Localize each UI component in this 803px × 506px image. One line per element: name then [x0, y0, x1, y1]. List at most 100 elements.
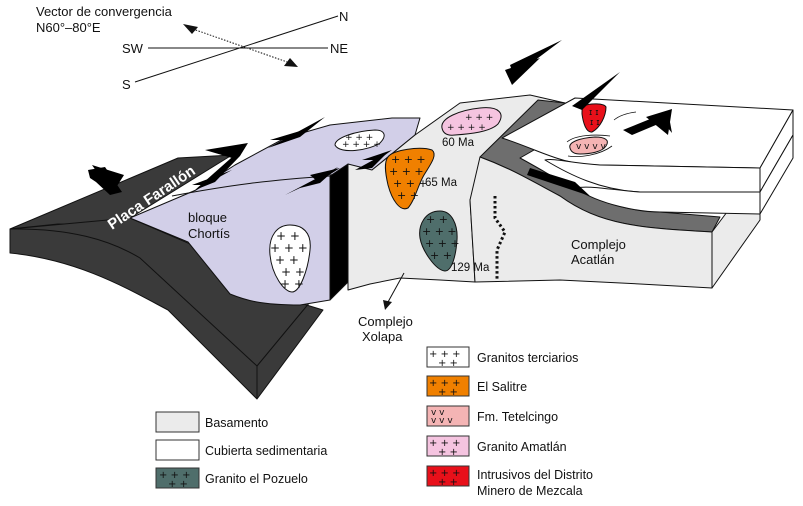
- legend-label: Basamento: [205, 416, 268, 430]
- legend-item-pozuelo: + + + + + Granito el Pozuelo: [155, 467, 308, 490]
- age-129-label: 129 Ma: [451, 262, 490, 274]
- xolapa-label-1: Complejo: [358, 314, 413, 329]
- xolapa-label-2: Xolapa: [362, 329, 403, 344]
- compass: Vector de convergencia N60°–80°E SW NE N…: [36, 4, 348, 92]
- legend-swatch-mezcala: [426, 465, 470, 487]
- tetelcingo-outline-line: [567, 145, 613, 157]
- tetelcingo-outline-line: [566, 134, 611, 143]
- pluton-granitos-terciarios-top: + + + + + + +: [334, 129, 385, 152]
- strike-slip-arrow-icon: [362, 150, 392, 160]
- legend-swatch-tetelcingo: [426, 405, 470, 427]
- legend-label: Cubierta sedimentaria: [205, 444, 327, 458]
- convergence-arrowhead-se-icon: [284, 58, 298, 67]
- legend-label: Granitos terciarios: [477, 351, 578, 365]
- farallon-edge-line: [9, 228, 258, 367]
- legend-item-granitos-terciarios: + + + + + Granitos terciarios: [426, 346, 578, 369]
- thrust-arrow-icon: [527, 168, 590, 196]
- pluton-tetelcingo: v v v v: [566, 134, 613, 157]
- convergence-vector-angle: N60°–80°E: [36, 20, 101, 35]
- strike-slip-arrow-icon: [192, 170, 232, 185]
- pluton-outline: [569, 136, 608, 155]
- legend-left: Basamento Cubierta sedimentaria + + + + …: [155, 411, 327, 490]
- plus-pattern: + + +: [422, 225, 457, 238]
- subduction-arrowhead-icon: [92, 165, 124, 194]
- legend-label: Granito Amatlán: [477, 440, 567, 454]
- legend-label: Granito el Pozuelo: [205, 472, 308, 486]
- pluton-granito-pozuelo: + + + + + + + + + +: [419, 210, 460, 272]
- pluton-outline: [581, 103, 607, 133]
- vertical-fault-block: [329, 163, 349, 301]
- pluton-granito-amatlan: + + + + + + +: [441, 107, 502, 136]
- chortis-fault-line: [171, 175, 331, 197]
- pluton-granitos-terciarios-chortis: + + + + + + + + + + +: [269, 224, 311, 293]
- vee-pattern: v v: [431, 408, 445, 418]
- xolapa-pointer-arrowhead-icon: [383, 300, 392, 310]
- plus-pattern: + +: [438, 477, 458, 488]
- plus-pattern: + + + +: [342, 140, 381, 150]
- pluton-outline: [384, 147, 435, 210]
- plus-pattern: + + +: [391, 153, 426, 166]
- plus-pattern: + + +: [270, 241, 308, 255]
- plus-pattern: + +: [280, 277, 304, 291]
- compass-n: N: [339, 9, 348, 24]
- plus-pattern: + + +: [425, 237, 460, 250]
- farallon-front-face: [9, 217, 324, 400]
- legend-swatch-amatlan: [426, 435, 470, 457]
- strike-slip-arrow-icon: [205, 143, 248, 158]
- legend-right: + + + + + Granitos terciarios + + + + + …: [426, 346, 593, 498]
- legend-item-basamento: Basamento: [155, 411, 268, 433]
- legend-swatch-cubierta: [155, 439, 200, 461]
- legend-label: El Salitre: [477, 380, 527, 394]
- plus-pattern: + +: [275, 253, 299, 267]
- compass-s: S: [122, 77, 131, 92]
- pluton-mezcala: ɪ ɪ ɪ ɪ: [581, 103, 607, 133]
- legend-swatch-pozuelo: [155, 467, 200, 489]
- plus-pattern: + + +: [159, 470, 191, 481]
- s-n-line: [134, 15, 339, 83]
- plus-pattern: + +: [397, 189, 419, 202]
- plus-pattern: + + +: [345, 133, 373, 143]
- age-65-label: 65 Ma: [425, 177, 458, 189]
- plus-pattern: + + +: [389, 165, 424, 178]
- fault-trace-line: [613, 111, 637, 121]
- bloque-label: bloque: [188, 210, 227, 225]
- strike-slip-arrow-icon: [505, 58, 540, 85]
- dash-pattern: ɪ ɪ: [590, 118, 600, 128]
- plus-pattern: + +: [438, 387, 458, 398]
- plus-pattern: + + +: [393, 177, 428, 190]
- strike-slip-arrow-icon: [310, 168, 340, 182]
- legend-label: Fm. Tetelcingo: [477, 410, 558, 424]
- plus-pattern: + + +: [429, 468, 461, 479]
- pluton-outline: [334, 129, 385, 152]
- legend-swatch-salitre: [426, 375, 470, 397]
- compass-ne: NE: [330, 41, 348, 56]
- convergence-vector-label: Vector de convergencia: [36, 4, 173, 19]
- compass-sw: SW: [122, 41, 144, 56]
- pluton-outline: [269, 224, 311, 293]
- legend-label-line2: Minero de Mezcala: [477, 484, 583, 498]
- strike-slip-arrow-icon: [270, 128, 310, 140]
- dash-pattern: ɪ ɪ: [589, 108, 599, 118]
- xolapa-pointer-line: [387, 272, 405, 303]
- strike-slip-arrow-icon: [572, 72, 620, 110]
- legend-item-tetelcingo: v v v v v Fm. Tetelcingo: [426, 405, 558, 427]
- legend-item-cubierta: Cubierta sedimentaria: [155, 439, 327, 461]
- plus-pattern: + + +: [429, 378, 461, 389]
- vee-pattern: v v v: [431, 416, 453, 426]
- cover-lower-side: [759, 134, 794, 215]
- legend-item-mezcala: + + + + + Intrusivos del Distrito Minero…: [426, 465, 593, 498]
- acatlan-label-1: Complejo: [571, 237, 626, 252]
- age-60-label: 60 Ma: [442, 137, 475, 149]
- plus-pattern: + +: [281, 265, 305, 279]
- plus-pattern: + + + +: [447, 123, 486, 133]
- pluton-el-salitre: + + + + + + + + + + +: [384, 147, 435, 210]
- plus-pattern: + + +: [429, 438, 461, 449]
- convergence-arrowhead-nw-icon: [183, 24, 198, 34]
- motion-arrows: [88, 40, 672, 196]
- acatlan-label-2: Acatlán: [571, 252, 614, 267]
- legend-item-el-salitre: + + + + + El Salitre: [426, 375, 527, 398]
- legend-swatch-basamento: [155, 411, 200, 433]
- farallon-right-edge: [256, 301, 311, 367]
- legend-swatch-terciarios: [426, 346, 470, 368]
